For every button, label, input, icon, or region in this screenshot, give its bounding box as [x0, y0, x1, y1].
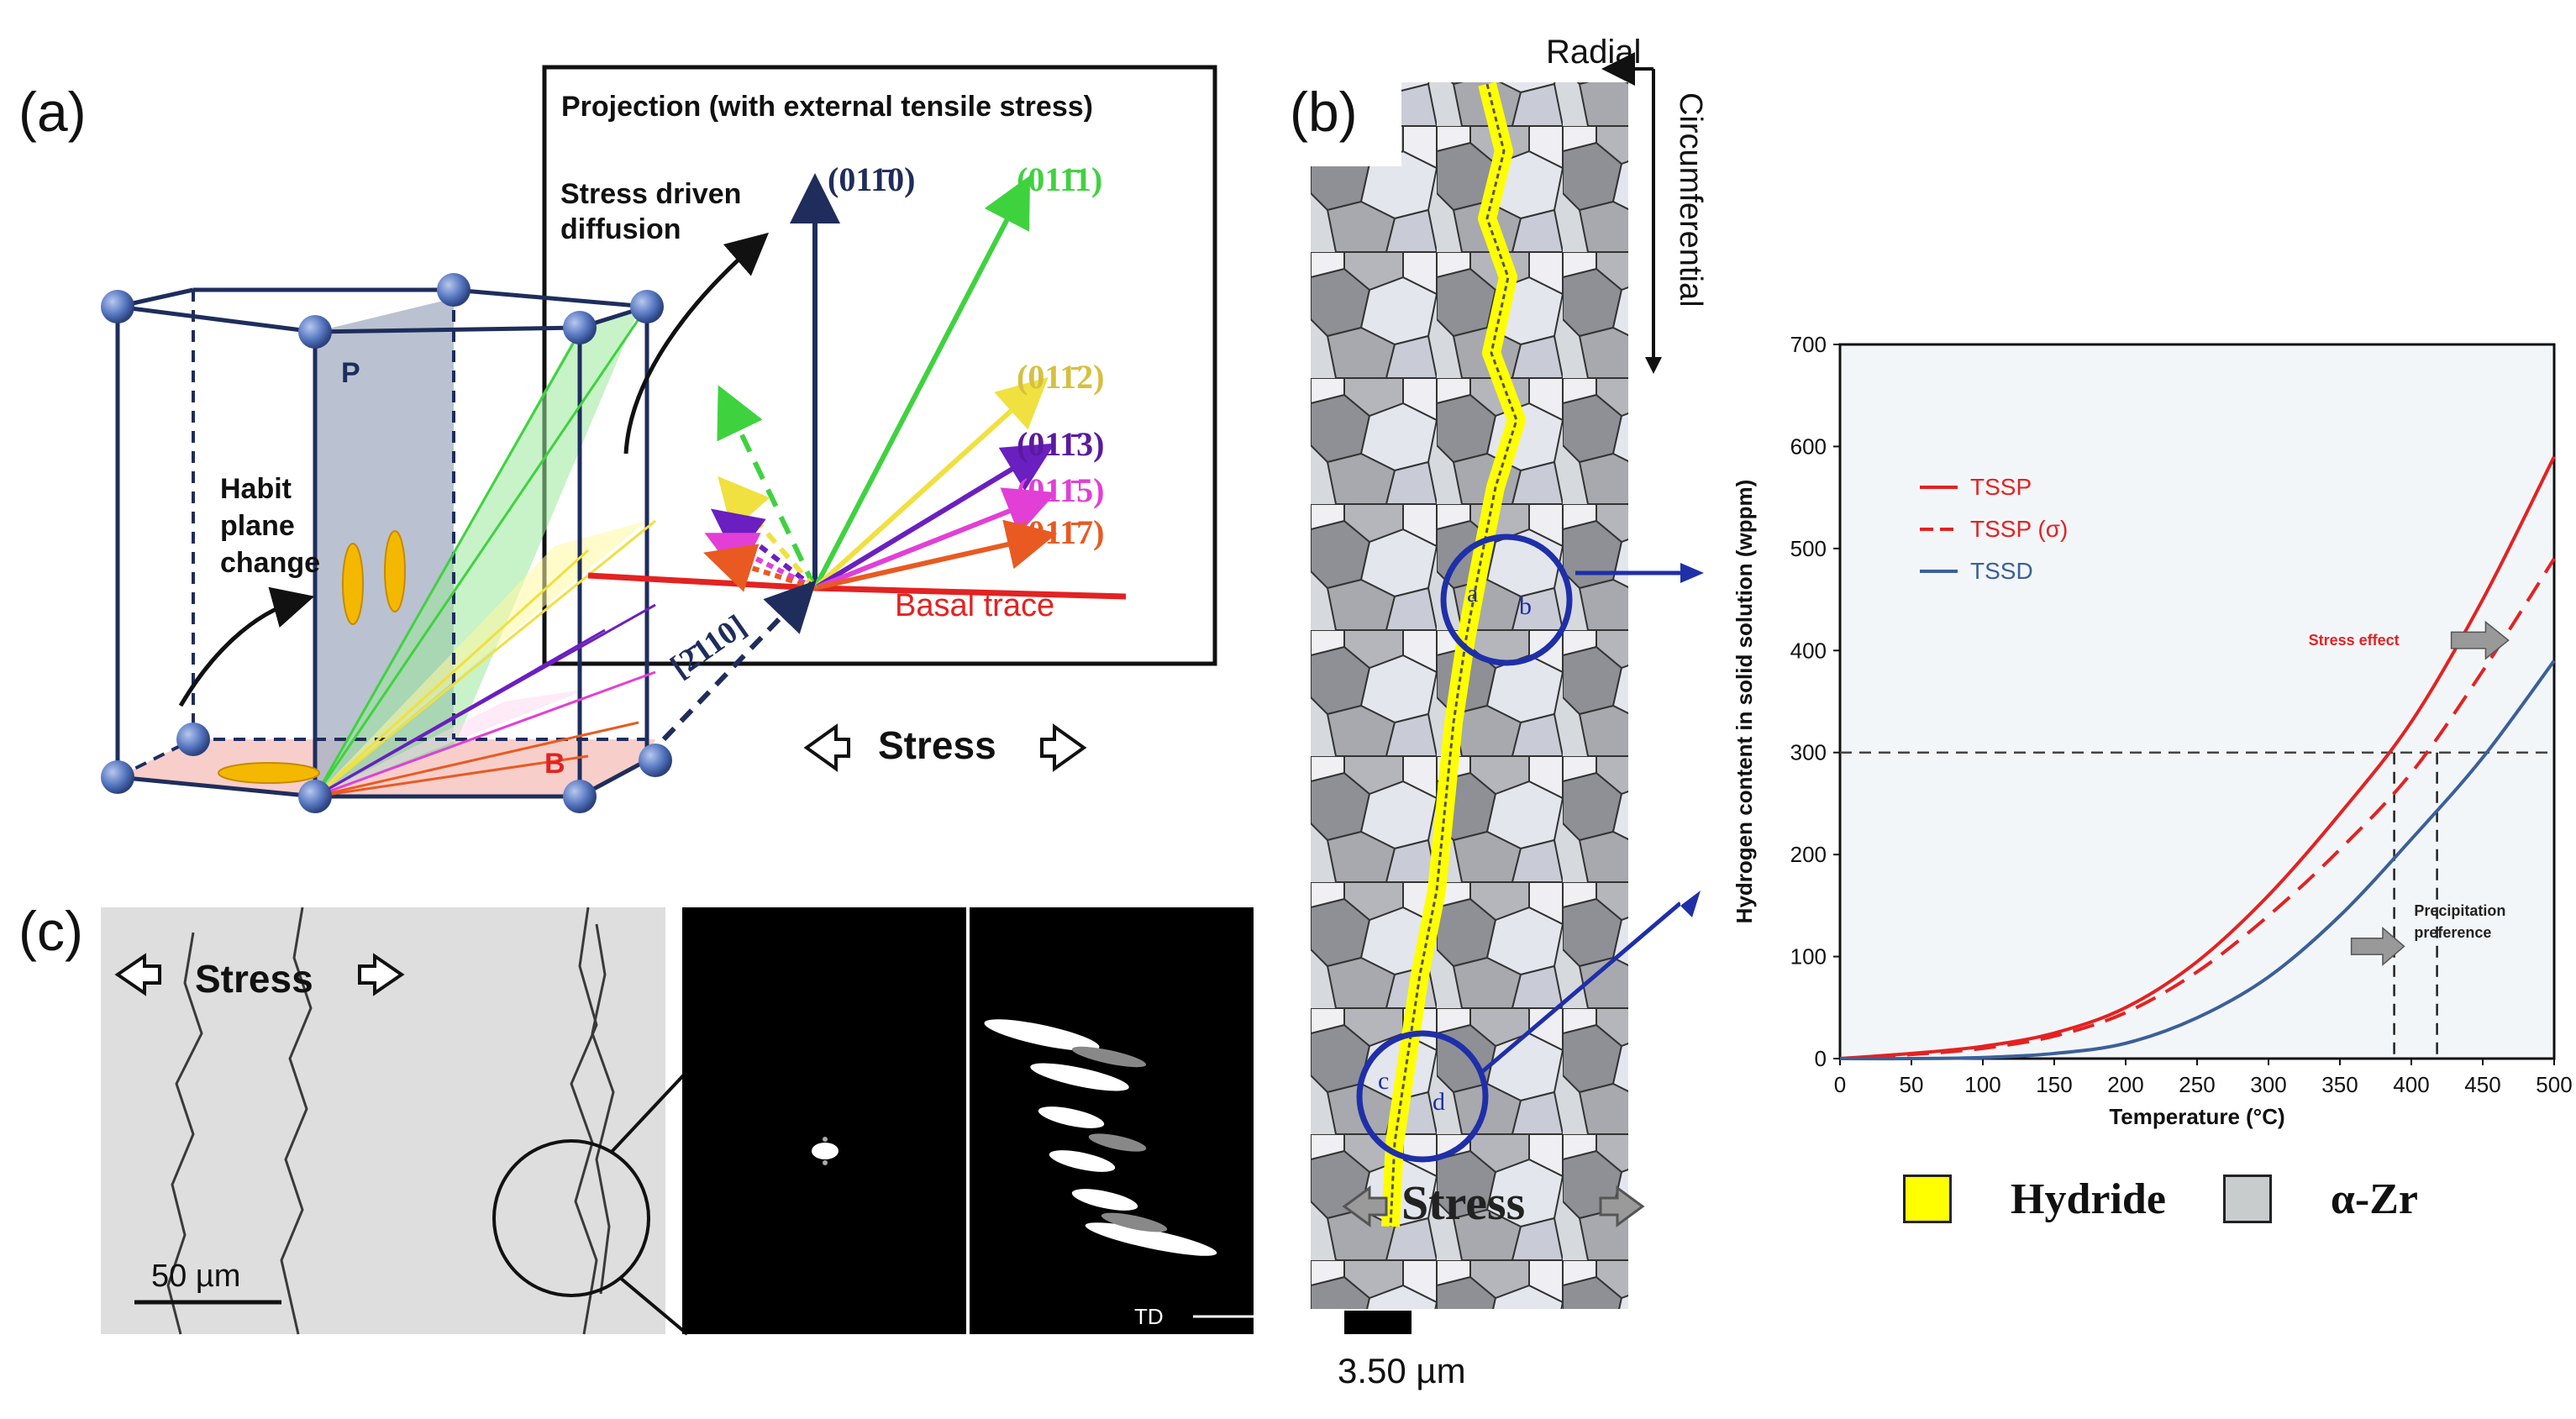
panel-c-figure — [101, 907, 1254, 1336]
atoms — [101, 273, 672, 813]
phase-legend: Hydride α-Zr — [1903, 1169, 2418, 1228]
projection-title: Projection (with external tensile stress… — [561, 91, 1093, 123]
x-tick-label: 400 — [2393, 1072, 2429, 1097]
y-tick-label: 700 — [1790, 332, 1827, 357]
annotation-arrow — [2350, 926, 2405, 966]
x-tick-label: 450 — [2464, 1072, 2500, 1097]
alpha-zr-label: α-Zr — [2330, 1175, 2419, 1223]
plane-b-label: B — [544, 748, 565, 780]
habit-change-arrow — [178, 586, 315, 707]
x-tick-label: 350 — [2321, 1072, 2358, 1097]
annotation-precipitation: Precipitation — [2414, 902, 2505, 919]
x-tick-label: 300 — [2250, 1072, 2286, 1097]
series-line-tssp- — [1839, 557, 2556, 1060]
sim-panel-2 — [970, 907, 1254, 1334]
stress-diffusion-line2: diffusion — [560, 213, 681, 245]
hydride-stack — [984, 1019, 1217, 1256]
circumferential-label: Circumferential — [1673, 92, 1708, 307]
hydride-label: Hydride — [2011, 1175, 2166, 1223]
habit-line3: change — [220, 547, 321, 579]
y-axis-label: Hydrogen content in solid solution (wppm… — [1732, 480, 1757, 924]
td-label: TD — [1134, 1304, 1164, 1329]
hydride-platelet — [342, 543, 364, 625]
annotation-precipitation: preference — [2414, 924, 2491, 941]
stress-label-b: Stress — [1401, 1175, 1526, 1230]
circle-label-d: d — [1433, 1088, 1445, 1116]
panel-label-a: (a) — [18, 81, 87, 143]
vector-label-0117: (011̄7) — [1017, 513, 1105, 551]
y-tick-label: 0 — [1815, 1046, 1827, 1071]
stress-diffusion-label: Stress driven diffusion — [560, 176, 741, 247]
hydride-cracks — [166, 907, 615, 1335]
zoom-circle — [492, 1139, 650, 1297]
circle-cd — [1356, 1030, 1489, 1163]
y-tick-label: 100 — [1790, 944, 1827, 970]
x-tick-label: 250 — [2179, 1072, 2215, 1097]
series-line-tssd — [1839, 660, 2556, 1061]
diffusion-arrow — [623, 232, 770, 455]
hydride-swatch — [1903, 1175, 1952, 1223]
plane-p-label: P — [341, 357, 360, 389]
stress-arrows-a — [803, 723, 1087, 772]
y-tick-label: 200 — [1790, 842, 1827, 867]
y-tick-label: 400 — [1790, 638, 1827, 663]
x-tick-label: 0 — [1834, 1072, 1846, 1097]
y-tick-label: 600 — [1790, 434, 1827, 459]
x-tick-label: 100 — [1964, 1072, 2000, 1097]
circle-label-a: a — [1467, 580, 1479, 607]
series-line-tssp — [1839, 455, 2556, 1060]
plot-area — [1838, 343, 2556, 1060]
vector-label-0113: (011̄3) — [1017, 425, 1105, 463]
circle-label-b: b — [1519, 592, 1532, 620]
panel-label-c: (c) — [18, 900, 83, 962]
radial-label: Radial — [1546, 34, 1642, 71]
sim-panel-1 — [682, 907, 966, 1334]
circle-label-c: c — [1378, 1067, 1390, 1095]
x-tick-label: 150 — [2036, 1072, 2072, 1097]
circle-ab — [1440, 533, 1573, 666]
scale-bar-c-label: 50 µm — [151, 1259, 241, 1294]
habit-line1: Habit — [220, 473, 292, 505]
panel-a-figure — [101, 65, 1217, 813]
x-tick-label: 50 — [1900, 1072, 1924, 1097]
legend-label: TSSP (σ) — [1970, 516, 2068, 542]
panel-label-b: (b) — [1290, 81, 1358, 143]
vector-label-0110: (011̄0) — [828, 160, 916, 198]
x-tick-label: 200 — [2107, 1072, 2143, 1097]
hydride-platelet — [384, 530, 406, 612]
scale-bar-b-label: 3.50 µm — [1338, 1351, 1466, 1390]
vector-label-0111: (011̄1) — [1017, 160, 1103, 198]
alpha-zr-swatch — [2222, 1175, 2272, 1223]
annotation-arrow — [2450, 620, 2510, 660]
legend-label: TSSD — [1970, 558, 2033, 584]
annotation-stress-effect: Stress effect — [2309, 632, 2400, 649]
vector-label-0112: (011̄2) — [1017, 358, 1105, 396]
ebsd-map — [1311, 52, 1680, 1334]
basal-trace-label: Basal trace — [895, 588, 1055, 623]
vector-label-0115: (011̄5) — [1017, 471, 1105, 509]
y-tick-label: 500 — [1790, 536, 1827, 561]
y-tick-label: 300 — [1790, 740, 1827, 765]
solubility-chart: 0 50 100 150 200 250 300 350 400 450 500 0 100 200 300… — [1732, 332, 2573, 1129]
habit-plane-label: Habit plane change — [220, 470, 320, 581]
habit-line2: plane — [220, 510, 295, 542]
stress-diffusion-line1: Stress driven — [560, 178, 742, 210]
pointer-heads — [1680, 563, 1704, 917]
stress-label-a: Stress — [878, 723, 996, 767]
legend-label: TSSP — [1970, 474, 2032, 500]
x-axis-label: Temperature (°C) — [2109, 1104, 2284, 1129]
hydride-platelet — [218, 762, 320, 784]
x-tick-label: 500 — [2536, 1072, 2572, 1097]
stress-label-c: Stress — [195, 957, 313, 1001]
